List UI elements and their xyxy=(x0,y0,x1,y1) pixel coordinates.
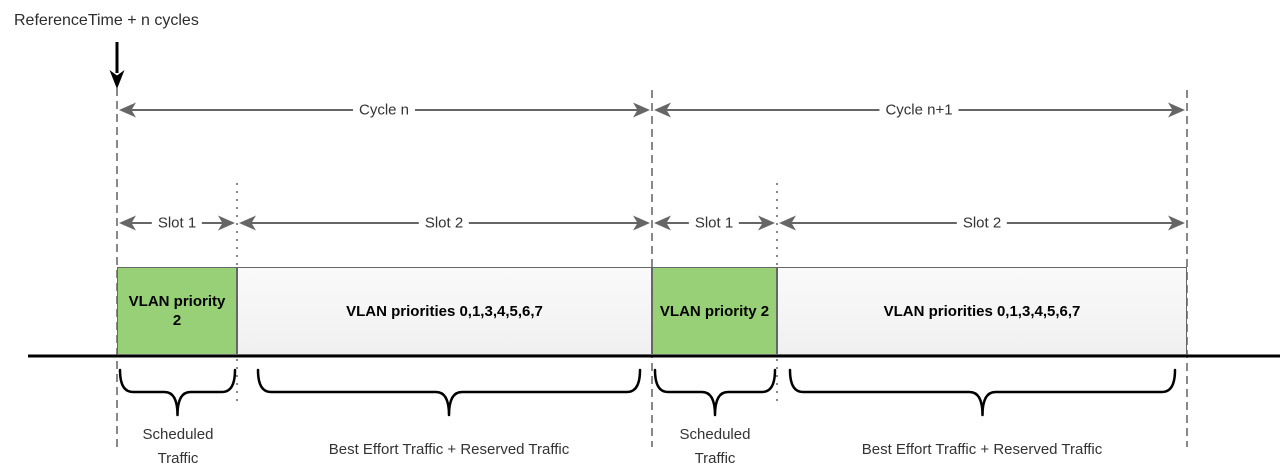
slot1-label: Slot 1 xyxy=(151,214,203,232)
scheduled-traffic-box: VLAN priority 2 xyxy=(117,267,237,355)
cycle-n-label: Cycle n xyxy=(352,101,416,119)
slot1-label: Slot 1 xyxy=(688,214,740,232)
reference-time-label: ReferenceTime + n cycles xyxy=(14,12,199,29)
scheduled-traffic-label: Scheduled Traffic xyxy=(679,426,751,467)
best-effort-traffic-label: Best Effort Traffic + Reserved Traffic xyxy=(328,441,570,458)
scheduled-traffic-box: VLAN priority 2 xyxy=(652,267,777,355)
slot2-label: Slot 2 xyxy=(956,214,1008,232)
slot2-label: Slot 2 xyxy=(418,214,470,232)
best-effort-traffic-label: Best Effort Traffic + Reserved Traffic xyxy=(861,441,1103,458)
best-effort-traffic-box: VLAN priorities 0,1,3,4,5,6,7 xyxy=(237,267,652,355)
reference-time-down-arrow-icon xyxy=(109,42,125,89)
cycle-n1-label: Cycle n+1 xyxy=(879,101,959,119)
curly-brace xyxy=(118,368,1177,417)
scheduled-traffic-label: Scheduled Traffic xyxy=(142,426,214,467)
best-effort-traffic-box: VLAN priorities 0,1,3,4,5,6,7 xyxy=(777,267,1187,355)
